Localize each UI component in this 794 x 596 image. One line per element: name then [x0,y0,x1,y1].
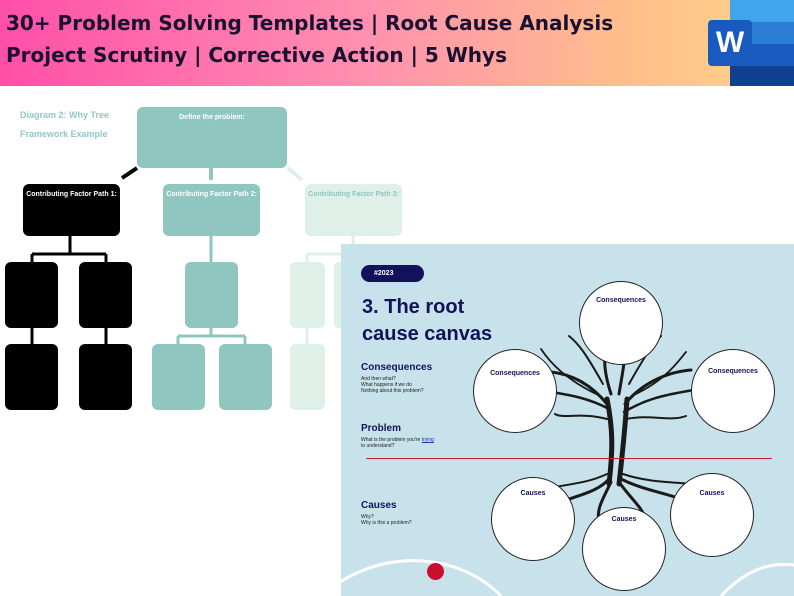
path-1-why-4 [79,344,132,410]
path-3-why-3 [334,262,344,328]
root-cause-canvas: #2023 3. The root cause canvas Consequen… [341,244,794,596]
banner: 30+ Problem Solving Templates | Root Cau… [0,0,794,86]
define-problem-box: Define the problem: [137,107,287,168]
causes-questions: Why? Why is this a problem? [361,514,412,526]
canvas-title: 3. The root cause canvas [362,294,492,348]
word-icon-letter: W [716,26,745,59]
consequences-q1: And then what? [361,376,396,382]
consequence-circle-left-label: Consequences [490,370,540,377]
banner-title-line-1: 30+ Problem Solving Templates | Root Cau… [6,11,614,35]
cause-circle-right: Causes [670,473,754,557]
consequences-q2: What happens if we do [361,382,412,388]
path-1-box: Contributing Factor Path 1: [23,184,120,236]
path-1-label: Contributing Factor Path 1: [26,191,117,198]
path-3-why-2 [290,344,325,410]
path-3-why-1 [290,262,325,328]
causes-heading: Causes [361,500,397,511]
cause-circle-left-label: Causes [520,490,546,497]
causes-q1: Why? [361,514,374,520]
consequences-heading: Consequences [361,362,433,373]
cause-circle-left: Causes [491,477,575,561]
consequence-circle-right: Consequences [691,349,775,433]
consequence-circle-top-label: Consequences [596,297,646,304]
consequence-circle-left: Consequences [473,349,557,433]
path-3-label: Contributing Factor Path 3: [308,191,399,198]
consequence-circle-top: Consequences [579,281,663,365]
path-3-box: Contributing Factor Path 3: [305,184,402,236]
consequence-circle-right-label: Consequences [708,368,758,375]
canvas-title-line-1: 3. The root [362,296,465,318]
causes-q2: Why is this a problem? [361,520,412,526]
red-dot-decoration [427,563,444,580]
problem-q1-text: What is the problem you're [361,437,422,443]
path-1-why-3 [5,344,58,410]
path-2-box: Contributing Factor Path 2: [163,184,260,236]
consequences-questions: And then what? What happens if we do Not… [361,376,424,394]
tree-title: Diagram 2: Why Tree Framework Example [20,110,110,139]
banner-title-line-2: Project Scrutiny | Corrective Action | 5… [6,43,507,67]
path-2-why-1 [185,262,238,328]
define-problem-label: Define the problem: [179,114,245,121]
cause-circle-middle: Causes [582,507,666,591]
consequences-q3: Nothing about this problem? [361,388,424,394]
path-2-why-3 [219,344,272,410]
path-1-why-2 [79,262,132,328]
path-1-why-1 [5,262,58,328]
cause-circle-right-label: Causes [699,490,725,497]
problem-q1-link[interactable]: trying [421,437,434,443]
problem-q2: to understand? [361,443,395,449]
canvas-title-line-2: cause canvas [362,323,493,345]
cause-circle-middle-label: Causes [611,516,637,523]
problem-q1: What is the problem you're trying [361,437,434,443]
path-2-label: Contributing Factor Path 2: [166,191,257,198]
path-2-why-2 [152,344,205,410]
problem-questions: What is the problem you're trying to und… [361,437,434,449]
word-icon: W [708,0,794,86]
problem-divider-line [366,458,772,459]
year-tag: #2023 [361,265,424,282]
problem-heading: Problem [361,423,402,434]
